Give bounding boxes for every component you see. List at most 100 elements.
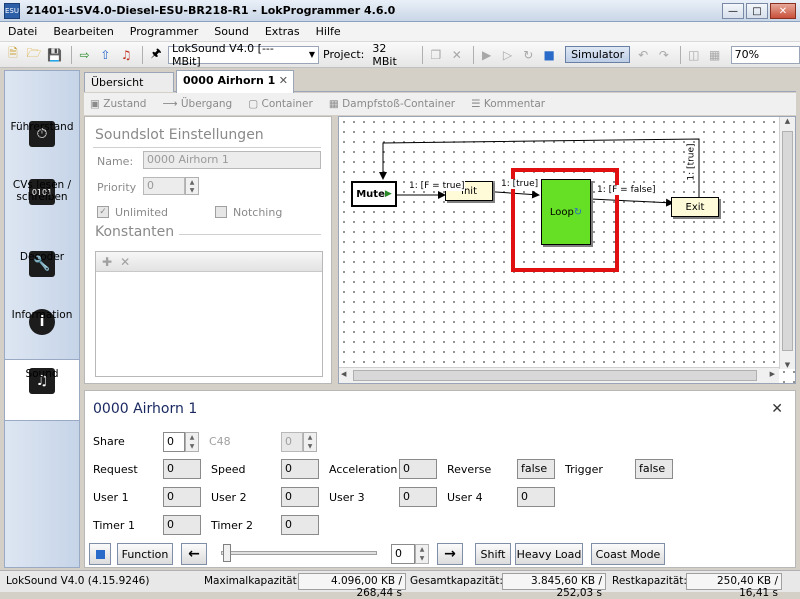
- delete-icon[interactable]: ✕: [451, 47, 462, 62]
- c48-stepper[interactable]: ▲▼: [303, 432, 317, 452]
- add-comment-button[interactable]: ☰ Kommentar: [471, 98, 546, 110]
- menu-bar: Datei Bearbeiten Programmer Sound Extras…: [0, 22, 800, 42]
- reverse-field: false: [517, 459, 555, 479]
- nav-fuehrerstand[interactable]: ⏱ Führerstand: [5, 117, 79, 175]
- node-exit[interactable]: Exit: [671, 197, 719, 217]
- add-container-button[interactable]: ▢ Container: [248, 98, 313, 110]
- heavy-load-button[interactable]: Heavy Load: [515, 543, 583, 565]
- status-bar: LokSound V4.0 (4.15.9246) Maximalkapazit…: [0, 570, 800, 599]
- shift-button[interactable]: Shift: [475, 543, 511, 565]
- nav-information[interactable]: i Information: [5, 305, 79, 363]
- tab-uebersicht[interactable]: Übersicht: [84, 72, 174, 92]
- simulator-button[interactable]: Simulator: [565, 46, 631, 63]
- priority-stepper[interactable]: ▲▼: [185, 177, 199, 195]
- user3-label: User 3: [329, 491, 365, 504]
- speed-step-field[interactable]: 0: [391, 544, 415, 564]
- speed-slider[interactable]: [221, 551, 377, 555]
- add-constant-icon[interactable]: ✚: [102, 254, 113, 269]
- state-diagram-canvas[interactable]: Mute ▶ Init Loop ↻ Exit 1: [F = true] 1:…: [338, 116, 796, 384]
- copy-icon[interactable]: ❐: [430, 47, 442, 62]
- layout-icon[interactable]: ◫: [688, 47, 700, 62]
- nav-sound[interactable]: ♫ Sound: [5, 359, 79, 421]
- trigger-field: false: [635, 459, 673, 479]
- coast-mode-button[interactable]: Coast Mode: [591, 543, 665, 565]
- tab-airhorn[interactable]: 0000 Airhorn 1 ✕: [176, 70, 294, 93]
- add-steam-container-button[interactable]: ▦ Dampfstoß-Container: [328, 98, 456, 110]
- detail-title: 0000 Airhorn 1: [93, 401, 198, 417]
- stop-icon[interactable]: ■: [543, 47, 555, 62]
- unlimited-label: Unlimited: [115, 206, 168, 219]
- scroll-up-icon[interactable]: ▲: [784, 117, 791, 125]
- user1-label: User 1: [93, 491, 129, 504]
- direction-left-button[interactable]: ←: [181, 543, 207, 565]
- menu-sound[interactable]: Sound: [214, 25, 249, 38]
- priority-field[interactable]: 0: [143, 177, 185, 195]
- remove-constant-icon[interactable]: ✕: [120, 254, 131, 269]
- speed-slider-thumb[interactable]: [223, 544, 231, 562]
- grid-icon[interactable]: ▦: [708, 47, 721, 62]
- pin-icon[interactable]: 🖈: [150, 46, 162, 60]
- menu-extras[interactable]: Extras: [264, 25, 300, 38]
- scroll-left-icon[interactable]: ◀: [341, 370, 347, 378]
- new-file-icon[interactable]: 🗎: [8, 46, 18, 60]
- sound-tool-icon[interactable]: ♫: [120, 47, 132, 62]
- rest-capacity-value: 250,40 KB / 16,41 s: [686, 573, 782, 599]
- horizontal-scrollbar[interactable]: ◀ ▶: [339, 367, 779, 383]
- open-folder-icon[interactable]: 🗁: [26, 46, 42, 60]
- scroll-right-icon[interactable]: ▶: [769, 370, 775, 378]
- unlimited-checkbox[interactable]: ✓: [97, 206, 109, 218]
- total-capacity-value: 3.845,60 KB / 252,03 s: [502, 573, 606, 599]
- title-bar: ESU 21401-LSV4.0-Diesel-ESU-BR218-R1 - L…: [0, 0, 800, 22]
- add-transition-button[interactable]: ⟶ Übergang: [162, 98, 233, 110]
- menu-datei[interactable]: Datei: [8, 25, 38, 38]
- maximize-button[interactable]: □: [746, 3, 768, 19]
- hscroll-thumb[interactable]: [353, 370, 757, 381]
- share-field[interactable]: 0: [163, 432, 185, 452]
- menu-bearbeiten[interactable]: Bearbeiten: [53, 25, 114, 38]
- share-stepper[interactable]: ▲▼: [185, 432, 199, 452]
- redo-icon[interactable]: ↷: [658, 47, 669, 62]
- import-icon[interactable]: ⇨: [79, 47, 90, 62]
- speed-step-stepper[interactable]: ▲▼: [415, 544, 429, 564]
- speed-label: Speed: [211, 463, 246, 476]
- reset-icon[interactable]: ↻: [523, 47, 534, 62]
- close-detail-icon[interactable]: ✕: [771, 401, 783, 417]
- close-tab-icon[interactable]: ✕: [278, 74, 288, 87]
- user3-field: 0: [399, 487, 437, 507]
- undo-icon[interactable]: ↶: [638, 47, 649, 62]
- play-icon[interactable]: ▶: [481, 47, 492, 62]
- decoder-status: LokSound V4.0 (4.15.9246): [6, 575, 150, 587]
- nav-cvs[interactable]: 0101 CVs lesen / schreiben: [5, 175, 79, 233]
- zoom-combo[interactable]: 70%: [730, 45, 800, 64]
- direction-right-button[interactable]: →: [437, 543, 463, 565]
- export-icon[interactable]: ⇧: [100, 47, 111, 62]
- share-label: Share: [93, 435, 125, 448]
- name-field[interactable]: 0000 Airhorn 1: [143, 151, 321, 169]
- menu-programmer[interactable]: Programmer: [129, 25, 199, 38]
- node-loop[interactable]: Loop ↻: [541, 179, 591, 245]
- c48-label: C48: [209, 435, 231, 448]
- function-button[interactable]: Function: [117, 543, 173, 565]
- menu-hilfe[interactable]: Hilfe: [315, 25, 341, 38]
- notching-label: Notching: [233, 206, 283, 219]
- loop-icon: ↻: [573, 206, 583, 218]
- vertical-scrollbar[interactable]: ▲ ▼: [779, 117, 795, 369]
- step-icon[interactable]: ▷: [502, 47, 513, 62]
- nav-decoder[interactable]: 🔧 Decoder: [5, 247, 79, 305]
- mute-arrow-icon: ▶: [384, 189, 392, 199]
- stop-square-icon: [95, 549, 105, 559]
- c48-field[interactable]: 0: [281, 432, 303, 452]
- save-icon[interactable]: 💾: [47, 47, 63, 62]
- node-mute[interactable]: Mute ▶: [351, 181, 397, 207]
- stop-simulation-button[interactable]: [89, 543, 111, 565]
- close-button[interactable]: ✕: [770, 3, 796, 19]
- scroll-thumb[interactable]: [782, 131, 793, 351]
- minimize-button[interactable]: —: [722, 3, 744, 19]
- cv-icon: 0101: [29, 179, 55, 205]
- add-state-button[interactable]: ▣ Zustand: [90, 98, 147, 110]
- decoder-combo-value: LokSound V4.0 [--- MBit]: [171, 41, 274, 68]
- notching-checkbox[interactable]: [215, 206, 227, 218]
- scroll-down-icon[interactable]: ▼: [784, 361, 791, 369]
- detail-panel: 0000 Airhorn 1 ✕ Share 0 ▲▼ C48 0 ▲▼ Req…: [84, 390, 796, 568]
- decoder-combo[interactable]: LokSound V4.0 [--- MBit] ▼: [167, 42, 320, 68]
